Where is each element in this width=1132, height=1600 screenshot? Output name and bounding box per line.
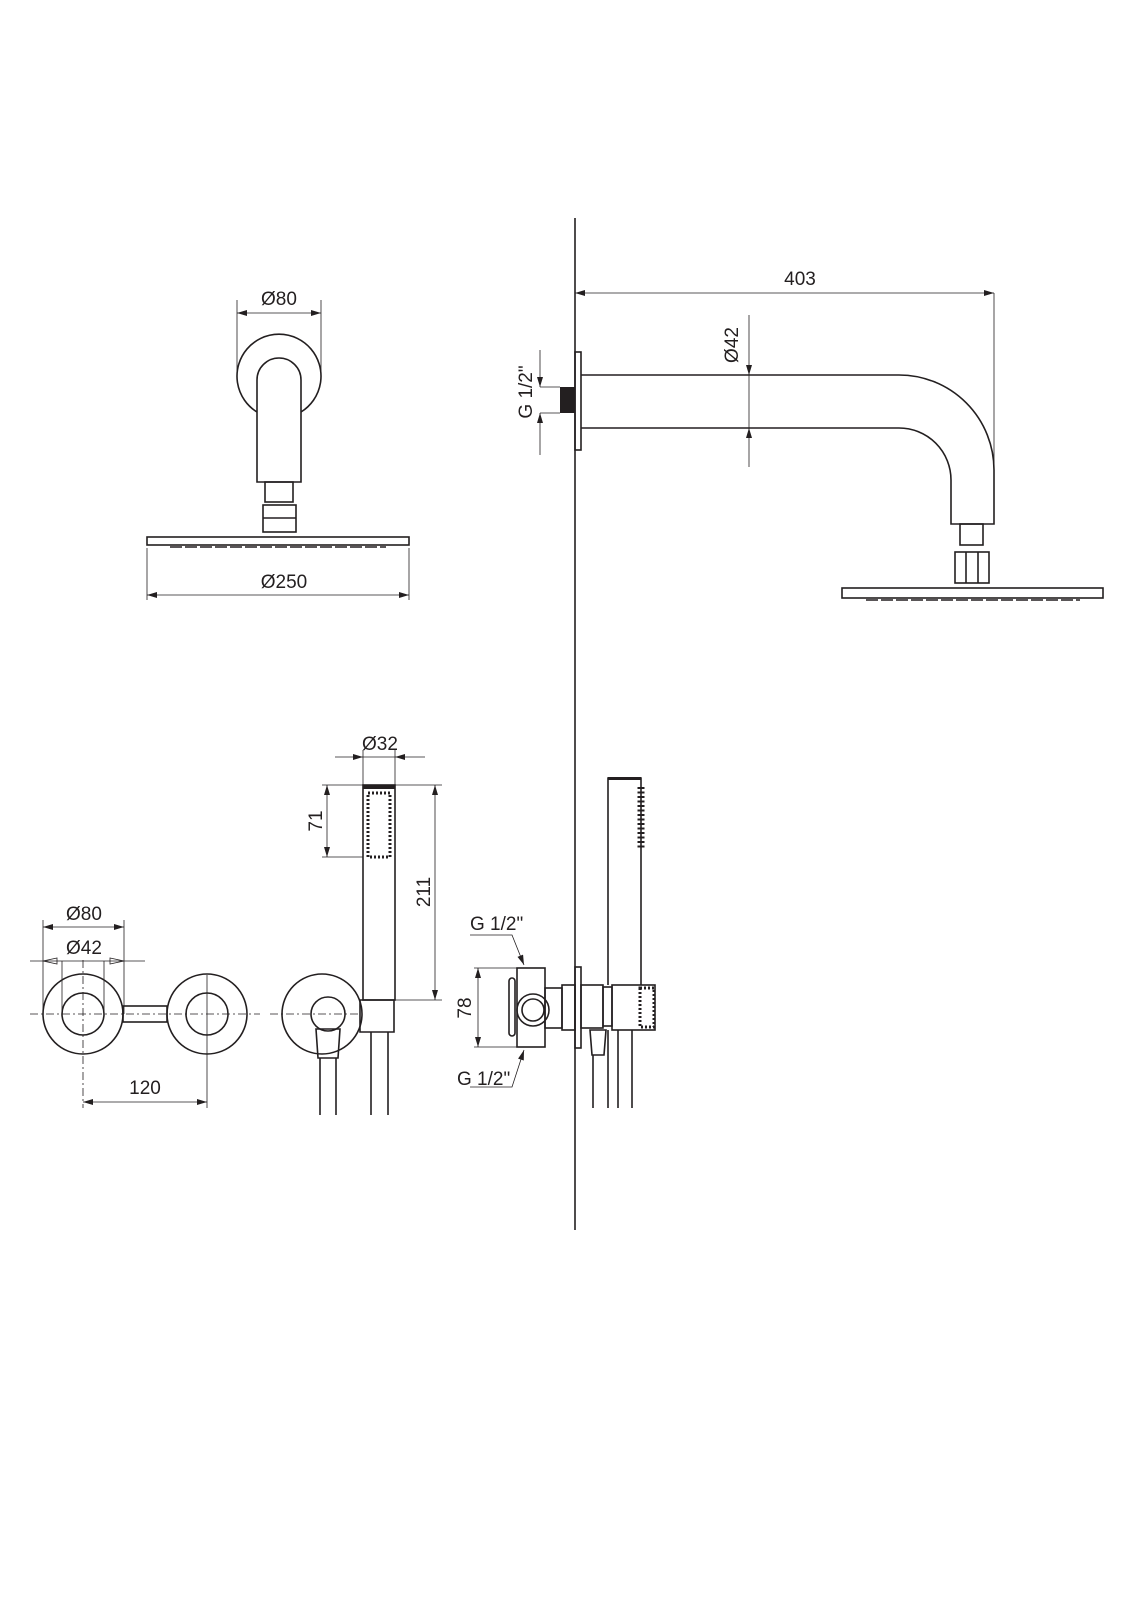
shower-arm-side-view: 403 Ø42 G 1/2": [516, 269, 1104, 601]
mixer-front-view: Ø80 Ø42 120: [30, 904, 260, 1108]
valve-side-view: G 1/2" G 1/2" 78: [455, 777, 656, 1108]
label-thread-bottom: G 1/2": [457, 1069, 510, 1090]
dim-hand-shower-length: 211: [414, 877, 435, 907]
dim-mixer-flange-dia: Ø80: [66, 904, 102, 925]
dim-head-dia: Ø250: [261, 572, 307, 593]
dim-arm-dia: Ø42: [722, 327, 743, 363]
dim-valve-height: 78: [455, 997, 476, 1018]
dim-mixer-knob-dia: Ø42: [66, 938, 102, 959]
dim-arm-length: 403: [784, 269, 816, 290]
dim-spray-length: 71: [306, 810, 327, 831]
hand-shower-front-view: Ø32 71 211: [270, 734, 442, 1115]
dim-hand-shower-dia: Ø32: [362, 734, 398, 755]
dim-mixer-spacing: 120: [129, 1078, 161, 1099]
shower-head-front-view: Ø80 Ø250: [146, 289, 410, 600]
dim-thread: G 1/2": [516, 365, 537, 418]
dim-flange-dia: Ø80: [261, 289, 297, 310]
label-thread-top: G 1/2": [470, 914, 523, 935]
